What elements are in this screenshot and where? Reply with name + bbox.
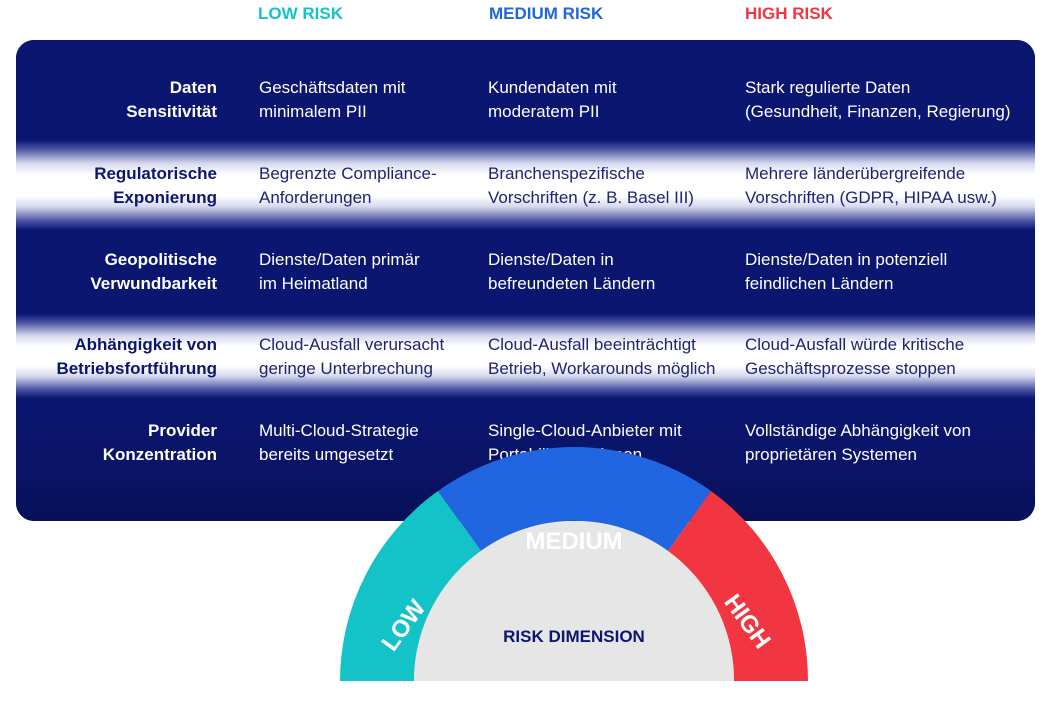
cell-high: Stark regulierte Daten(Gesundheit, Finan… (745, 78, 1011, 121)
row-band (16, 230, 1035, 314)
gauge-center (414, 521, 734, 681)
gauge-low-segment (340, 491, 481, 681)
cell-low: Begrenzte Compliance-Anforderungen (259, 164, 437, 207)
row-band (16, 140, 1035, 230)
column-header-high: HIGH RISK (745, 4, 833, 23)
gauge-center-label: RISK DIMENSION (503, 627, 645, 646)
gauge-medium-segment (438, 447, 711, 551)
row-band (16, 40, 1035, 140)
gauge-high-segment (668, 491, 809, 681)
column-header-medium: MEDIUM RISK (489, 4, 604, 23)
row-band (16, 314, 1035, 398)
gauge-label-medium: MEDIUM (525, 528, 622, 555)
column-header-low: LOW RISK (258, 4, 343, 23)
